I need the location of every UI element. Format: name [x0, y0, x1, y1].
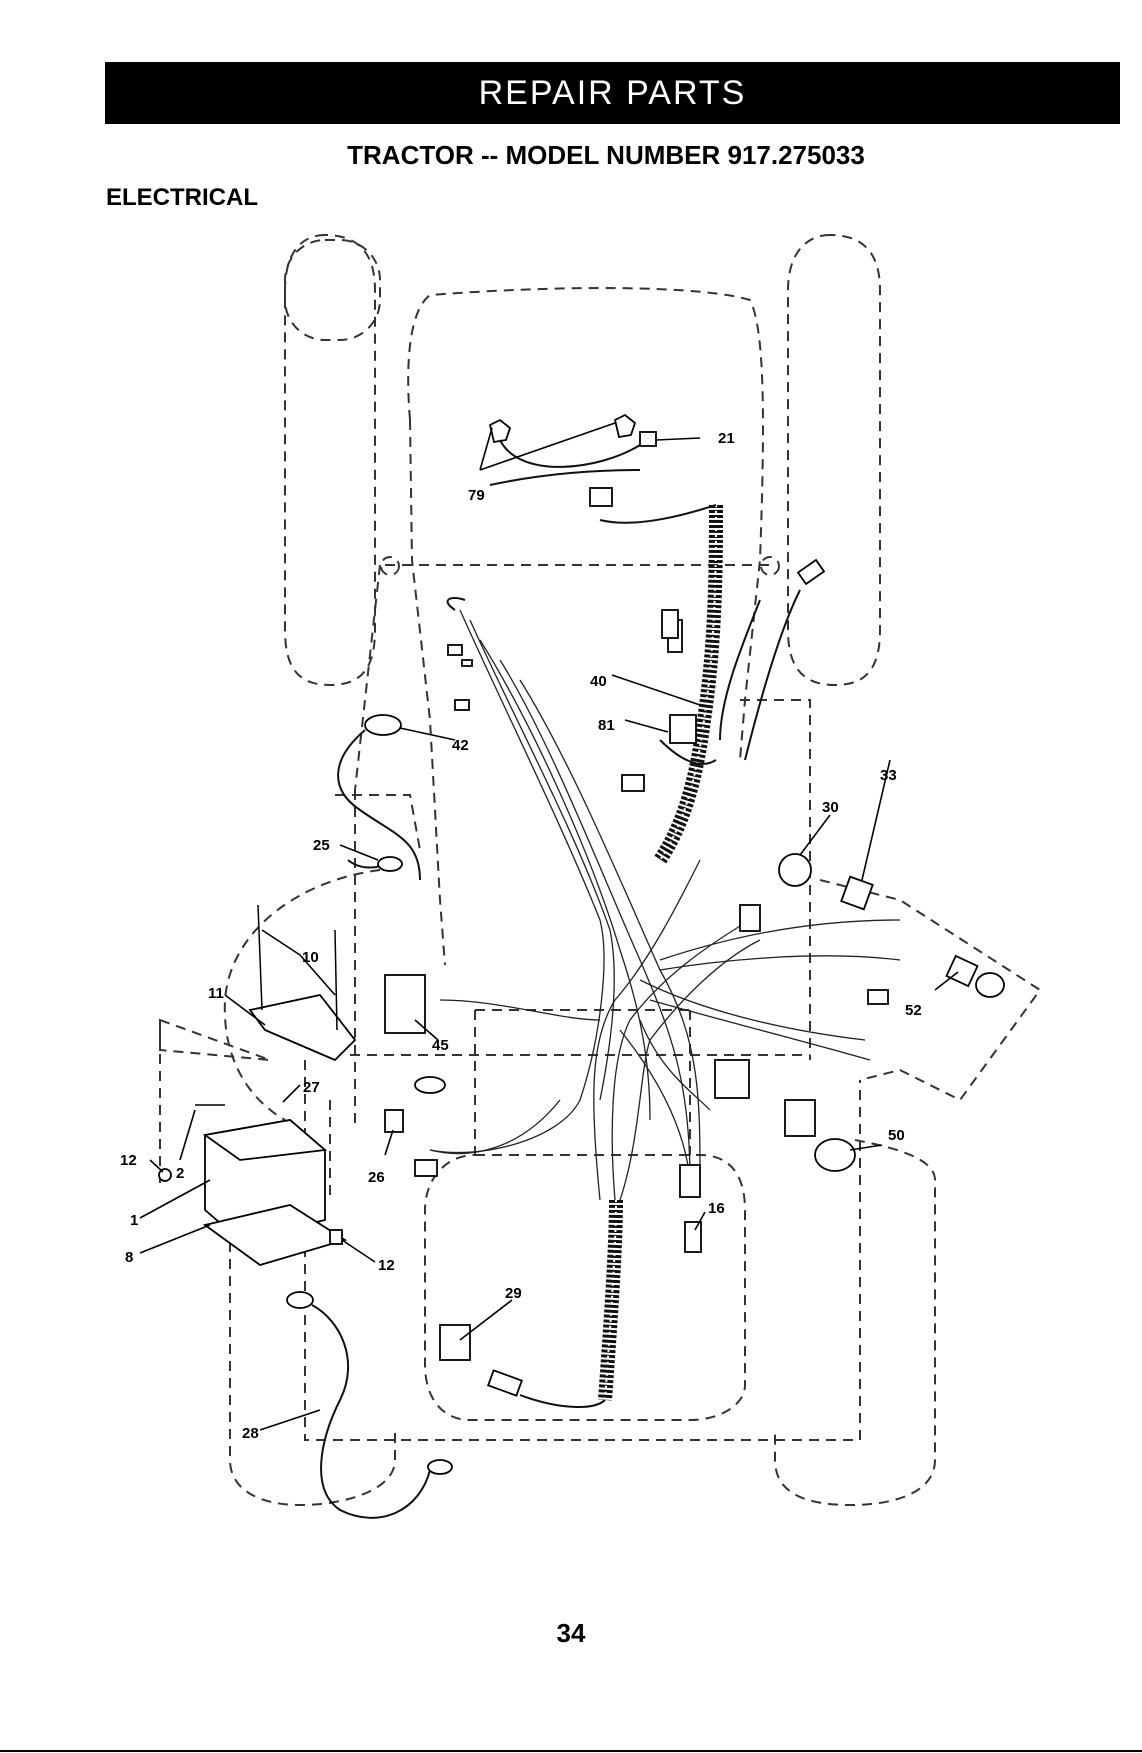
- callout-12-bottom: 12: [378, 1257, 395, 1274]
- callout-25: 25: [313, 837, 330, 854]
- callout-11: 11: [208, 985, 224, 1002]
- callout-8: 8: [125, 1249, 133, 1266]
- tractor-outline: [160, 235, 1040, 1505]
- front-terminal-2: [462, 660, 472, 666]
- connector-29: [488, 1370, 522, 1395]
- callout-labels: 79 21 40 81 42 33 30 25 10 11 52 45 27 5…: [120, 430, 922, 1442]
- battery-hold-down: [250, 995, 355, 1060]
- cable-28-eyelet-top: [287, 1292, 313, 1308]
- page-number: 34: [0, 1618, 1142, 1649]
- part-26: [385, 1110, 403, 1132]
- ignition-switch: [779, 854, 811, 886]
- wire-bundle: [430, 470, 900, 1200]
- bottom-rule: [0, 1750, 1142, 1752]
- seat-switch: [841, 877, 872, 910]
- front-left-tire-shape: [285, 235, 375, 685]
- callout-79: 79: [468, 487, 485, 504]
- part-52-loop: [976, 973, 1004, 997]
- callout-33: 33: [880, 767, 897, 784]
- left-fender: [160, 1020, 270, 1060]
- headlight-right: [615, 415, 635, 437]
- parts: [159, 415, 1004, 1518]
- connector-16a: [680, 1165, 700, 1197]
- ground-eyelet: [415, 1077, 445, 1093]
- rear-right-tire: [775, 1140, 935, 1505]
- headlight-connector: [640, 432, 656, 446]
- right-fender: [820, 880, 1040, 1100]
- callout-81: 81: [598, 717, 615, 734]
- callout-2: 2: [176, 1165, 184, 1182]
- callout-21: 21: [718, 430, 735, 447]
- hold-down-rod-left: [258, 905, 262, 1010]
- cable-25-eyelet: [378, 857, 402, 871]
- callout-42: 42: [452, 737, 469, 754]
- connector-bundle: [715, 1060, 749, 1098]
- leader-lines: [140, 423, 958, 1430]
- plug-left: [622, 775, 644, 791]
- part-52: [946, 956, 977, 986]
- part-26-connector: [415, 1160, 437, 1176]
- plug-right-top: [798, 560, 824, 584]
- callout-28: 28: [242, 1425, 259, 1442]
- connector-16b: [685, 1222, 701, 1252]
- cable-28-eyelet-bottom: [428, 1460, 452, 1474]
- front-terminal-1: [448, 645, 462, 655]
- callout-12-top: 12: [120, 1152, 137, 1169]
- callout-1: 1: [130, 1212, 138, 1229]
- front-left-tire: [285, 240, 380, 340]
- callout-50: 50: [888, 1127, 905, 1144]
- callout-27: 27: [303, 1079, 320, 1096]
- callout-10: 10: [302, 949, 319, 966]
- headlight-ground: [365, 715, 401, 735]
- relay: [670, 715, 696, 743]
- plug-mid: [662, 610, 678, 638]
- front-terminal-3: [455, 700, 469, 710]
- callout-40: 40: [590, 673, 607, 690]
- part-50-body: [785, 1100, 815, 1136]
- part-50-knob: [815, 1139, 855, 1171]
- connector-52: [868, 990, 888, 1004]
- solenoid-29: [440, 1325, 470, 1360]
- headlight-left: [490, 420, 510, 442]
- dash-connector: [740, 905, 760, 931]
- callout-29: 29: [505, 1285, 522, 1302]
- hood-outline-left: [410, 420, 445, 965]
- nut-12b: [330, 1230, 342, 1244]
- front-right-tire-shape: [788, 235, 880, 685]
- callout-45: 45: [432, 1037, 449, 1054]
- callout-16: 16: [708, 1200, 725, 1217]
- callout-52: 52: [905, 1002, 922, 1019]
- hood-outline: [408, 288, 763, 760]
- callout-30: 30: [822, 799, 839, 816]
- front-connector: [590, 488, 612, 506]
- callout-26: 26: [368, 1169, 385, 1186]
